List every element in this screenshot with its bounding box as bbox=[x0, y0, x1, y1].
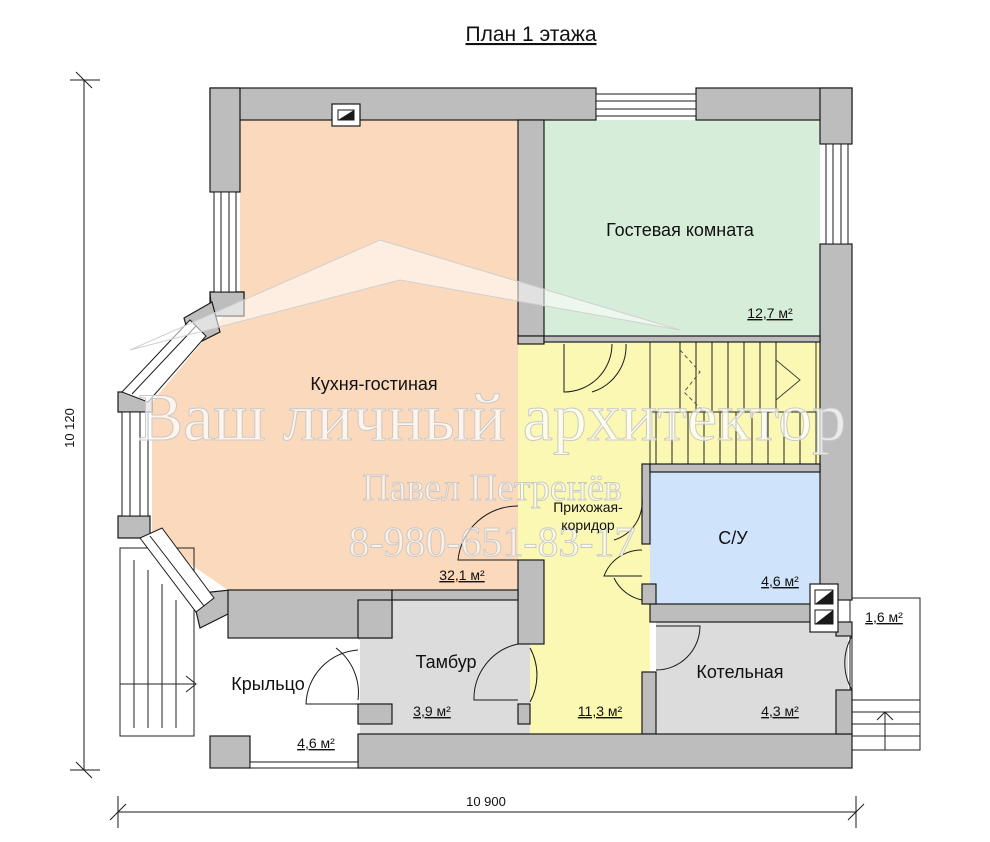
watermark-line1: Ваш личный архитектор bbox=[138, 379, 846, 455]
window-porch-bottom bbox=[249, 761, 359, 769]
windows bbox=[121, 93, 849, 769]
door-porch-vestibule-2 bbox=[335, 647, 359, 701]
guest-floor bbox=[544, 120, 820, 336]
guest-area: 12,7 м² bbox=[747, 305, 793, 321]
wall-vestibule-left-low bbox=[357, 703, 393, 725]
wall-porch-bottom-left bbox=[209, 735, 251, 769]
wall-top-left bbox=[209, 87, 597, 121]
wall-bath-left bbox=[641, 583, 657, 605]
guest-name: Гостевая комната bbox=[606, 220, 755, 240]
wall-boiler-left bbox=[641, 671, 657, 735]
stair-floor bbox=[650, 336, 820, 464]
watermark-line2: Павел Петренёв bbox=[362, 467, 622, 509]
porch-area: 4,6 м² bbox=[297, 735, 335, 751]
wall-bottom bbox=[357, 733, 853, 769]
wall-vestibule-top bbox=[391, 589, 519, 601]
window-right bbox=[825, 143, 849, 245]
hall-name-line1: Прихожая- bbox=[553, 499, 623, 515]
door-swings bbox=[305, 343, 853, 705]
boiler-name: Котельная bbox=[696, 662, 783, 682]
wall-right-upper bbox=[819, 87, 853, 145]
door-vestibule-hall bbox=[473, 643, 519, 701]
hall-area: 11,3 м² bbox=[578, 703, 623, 719]
wall-hall-stair bbox=[641, 463, 651, 545]
door-vestibule-hall-2 bbox=[529, 647, 538, 703]
window-bay-upper bbox=[121, 319, 207, 403]
window-bay-lower bbox=[139, 527, 215, 613]
door-hall-guest-2 bbox=[591, 343, 627, 393]
watermark-logo bbox=[129, 239, 681, 351]
bath-name: С/У bbox=[718, 528, 748, 548]
wall-left-upper bbox=[209, 87, 241, 193]
porch-steps-right bbox=[849, 597, 921, 751]
door-hall-boiler bbox=[655, 625, 701, 671]
bath-area: 4,6 м² bbox=[761, 573, 799, 589]
kitchen-area: 32,1 м² bbox=[439, 567, 485, 583]
door-hall-guest bbox=[563, 343, 613, 393]
door-kitchen-hall bbox=[457, 505, 519, 561]
bath-floor bbox=[650, 472, 820, 604]
dimension-width bbox=[109, 796, 865, 828]
watermark: Ваш личный архитектор Павел Петренёв 8-9… bbox=[129, 239, 847, 567]
hall-name-line2: коридор bbox=[561, 517, 615, 533]
door-hall-bath bbox=[603, 549, 643, 577]
door-hall-stair bbox=[613, 497, 643, 541]
vestibule-name: Тамбур bbox=[415, 652, 476, 672]
door-bath-hall bbox=[613, 577, 643, 601]
dimension-height bbox=[70, 71, 100, 779]
wall-guest-bottom bbox=[543, 335, 821, 343]
dimension-width-label: 10 900 bbox=[466, 794, 506, 809]
vestibule-area: 3,9 м² bbox=[413, 703, 451, 719]
wall-vestibule-right bbox=[517, 559, 545, 645]
dimension-height-label: 10 120 bbox=[62, 408, 77, 448]
chimney-top bbox=[331, 103, 361, 127]
wall-bay-lower bbox=[117, 515, 151, 539]
wall-kitchen-bottom-2 bbox=[357, 599, 393, 639]
wall-bath-bottom bbox=[649, 603, 821, 623]
window-top bbox=[595, 93, 697, 117]
room-labels: Кухня-гостиная 32,1 м² Гостевая комната … bbox=[231, 220, 903, 751]
staircase bbox=[649, 339, 817, 467]
hall-floor bbox=[518, 336, 650, 734]
plan-title: План 1 этажа bbox=[465, 23, 596, 46]
boiler-area: 4,3 м² bbox=[761, 703, 799, 719]
wall-vestibule-right-low bbox=[517, 703, 531, 725]
window-bay-left bbox=[121, 411, 149, 517]
kitchen-name: Кухня-гостиная bbox=[310, 374, 437, 394]
wall-boiler-right-lower bbox=[835, 689, 853, 735]
kitchen-floor bbox=[152, 120, 518, 590]
boiler-unit bbox=[809, 583, 839, 633]
wall-bath-top bbox=[649, 463, 821, 473]
boiler-floor bbox=[656, 622, 848, 734]
door-porch-vestibule bbox=[305, 649, 359, 705]
door-boiler-out bbox=[844, 635, 853, 692]
porch-name: Крыльцо bbox=[231, 674, 304, 694]
watermark-line3: 8-980-651-83-17 bbox=[349, 520, 636, 566]
window-left bbox=[213, 191, 237, 293]
wall-kitchen-hall bbox=[517, 335, 545, 345]
porch2-area: 1,6 м² bbox=[865, 609, 903, 625]
